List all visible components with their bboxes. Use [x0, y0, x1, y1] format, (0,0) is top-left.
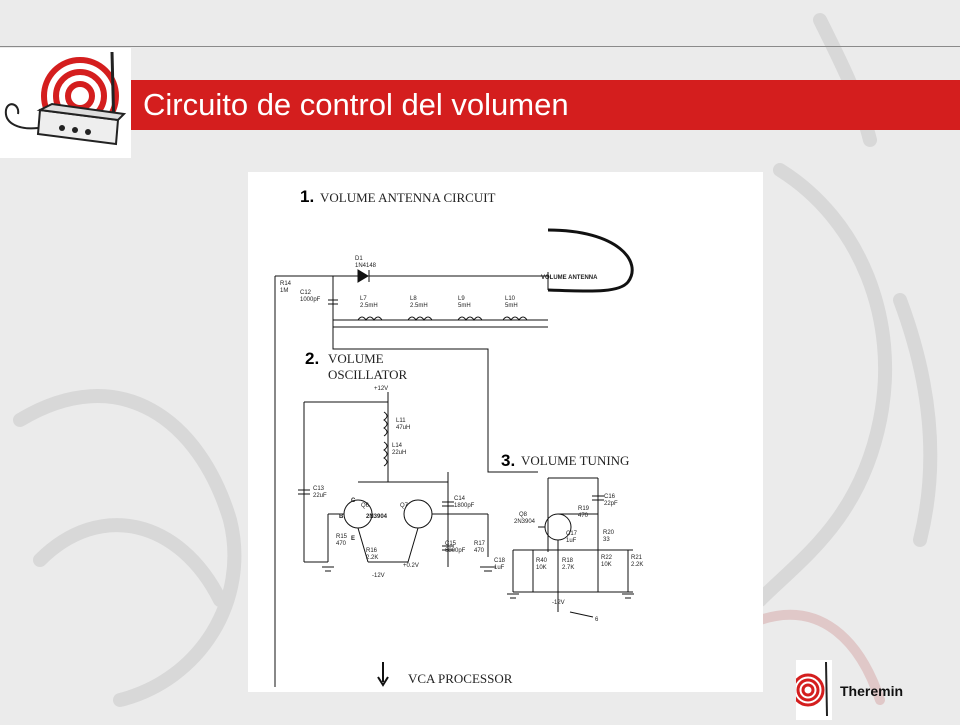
label-c13-name: C13: [313, 486, 325, 492]
label-q8-value: 2N3904: [514, 519, 536, 525]
label-r17-name: R17: [474, 541, 486, 547]
label-v12: +12V: [374, 386, 388, 392]
schematic-image: 1. VOLUME ANTENNA CIRCUIT 2. VOLUME OSCI…: [248, 172, 763, 692]
section-3-title: VOLUME TUNING: [521, 453, 629, 468]
label-r21-name: R21: [631, 555, 643, 561]
label-r16-value: 2.2K: [366, 555, 378, 561]
label-r22-value: 10K: [601, 562, 612, 568]
label-l9-name: L9: [458, 296, 465, 302]
output-label: VCA PROCESSOR: [408, 671, 513, 686]
label-c14-value: 1800pF: [454, 503, 475, 509]
section-2-title-line2: OSCILLATOR: [328, 367, 408, 382]
label-r21-value: 2.2K: [631, 562, 643, 568]
label-c18-value: 1uF: [494, 565, 505, 571]
label-c14-name: C14: [454, 496, 466, 502]
title-bar: Circuito de control del volumen: [131, 80, 960, 130]
section-1-title: VOLUME ANTENNA CIRCUIT: [320, 190, 496, 205]
section-3-number: 3.: [501, 451, 515, 470]
label-r18-name: R18: [562, 558, 574, 564]
label-r20-name: R20: [603, 530, 615, 536]
label-q7: Q7: [400, 503, 409, 509]
label-c17-value: 1uF: [566, 538, 577, 544]
label-l8-value: 2.5mH: [410, 303, 428, 309]
label-pin-b: B: [339, 514, 344, 520]
top-rule: [0, 46, 960, 47]
label-l11-value: 47uH: [396, 425, 410, 431]
label-pin-c: C: [351, 498, 356, 504]
label-c13-value: 22uF: [313, 493, 327, 499]
label-q8-name: Q8: [519, 512, 528, 518]
footer-label: Theremin: [840, 683, 904, 699]
section-2-number: 2.: [305, 349, 319, 368]
label-pin6: 6: [595, 617, 599, 623]
label-r14-value: 1M: [280, 288, 288, 294]
label-c18-name: C18: [494, 558, 506, 564]
label-v02: +0.2V: [403, 563, 419, 569]
label-c15-value: 6800pF: [445, 548, 466, 554]
label-r20-value: 33: [603, 537, 610, 543]
label-l9-value: 5mH: [458, 303, 471, 309]
footer-logo: [791, 660, 832, 720]
antenna-label: VOLUME ANTENNA: [541, 275, 598, 281]
label-r15-name: R15: [336, 534, 348, 540]
label-r14-name: R14: [280, 281, 292, 287]
label-r16-name: R16: [366, 548, 378, 554]
label-pin-e: E: [351, 536, 355, 542]
label-c16-name: C16: [604, 494, 616, 500]
label-l11-name: L11: [396, 418, 406, 424]
label-r19-value: 470: [578, 513, 589, 519]
label-c12-name: C12: [300, 290, 312, 296]
label-l10-name: L10: [505, 296, 516, 302]
label-vneg12-b: -12V: [552, 600, 565, 606]
theremin-logo: [0, 48, 131, 158]
label-q6-name: Q6: [361, 503, 370, 509]
label-l14-name: L14: [392, 443, 403, 449]
label-d1-value: 1N4148: [355, 263, 377, 269]
label-r15-value: 470: [336, 541, 347, 547]
label-r18-value: 2.7K: [562, 565, 574, 571]
label-r19-name: R19: [578, 506, 590, 512]
label-l10-value: 5mH: [505, 303, 518, 309]
label-l8-name: L8: [410, 296, 417, 302]
section-2-title-line1: VOLUME: [328, 351, 384, 366]
label-r17-value: 470: [474, 548, 485, 554]
label-vneg12-a: -12V: [372, 573, 385, 579]
label-r40-value: 10K: [536, 565, 547, 571]
label-q6-value: 2N3904: [366, 514, 388, 520]
label-d1-name: D1: [355, 256, 363, 262]
label-l7-value: 2.5mH: [360, 303, 378, 309]
label-c15-name: C15: [445, 541, 457, 547]
label-r22-name: R22: [601, 555, 613, 561]
slide-title: Circuito de control del volumen: [143, 87, 569, 122]
section-1-number: 1.: [300, 187, 314, 206]
label-c12-value: 1000pF: [300, 297, 321, 303]
label-l7-name: L7: [360, 296, 367, 302]
label-c17-name: C17: [566, 531, 578, 537]
label-l14-value: 22uH: [392, 450, 406, 456]
label-c16-value: 22pF: [604, 501, 618, 507]
label-r40-name: R40: [536, 558, 548, 564]
